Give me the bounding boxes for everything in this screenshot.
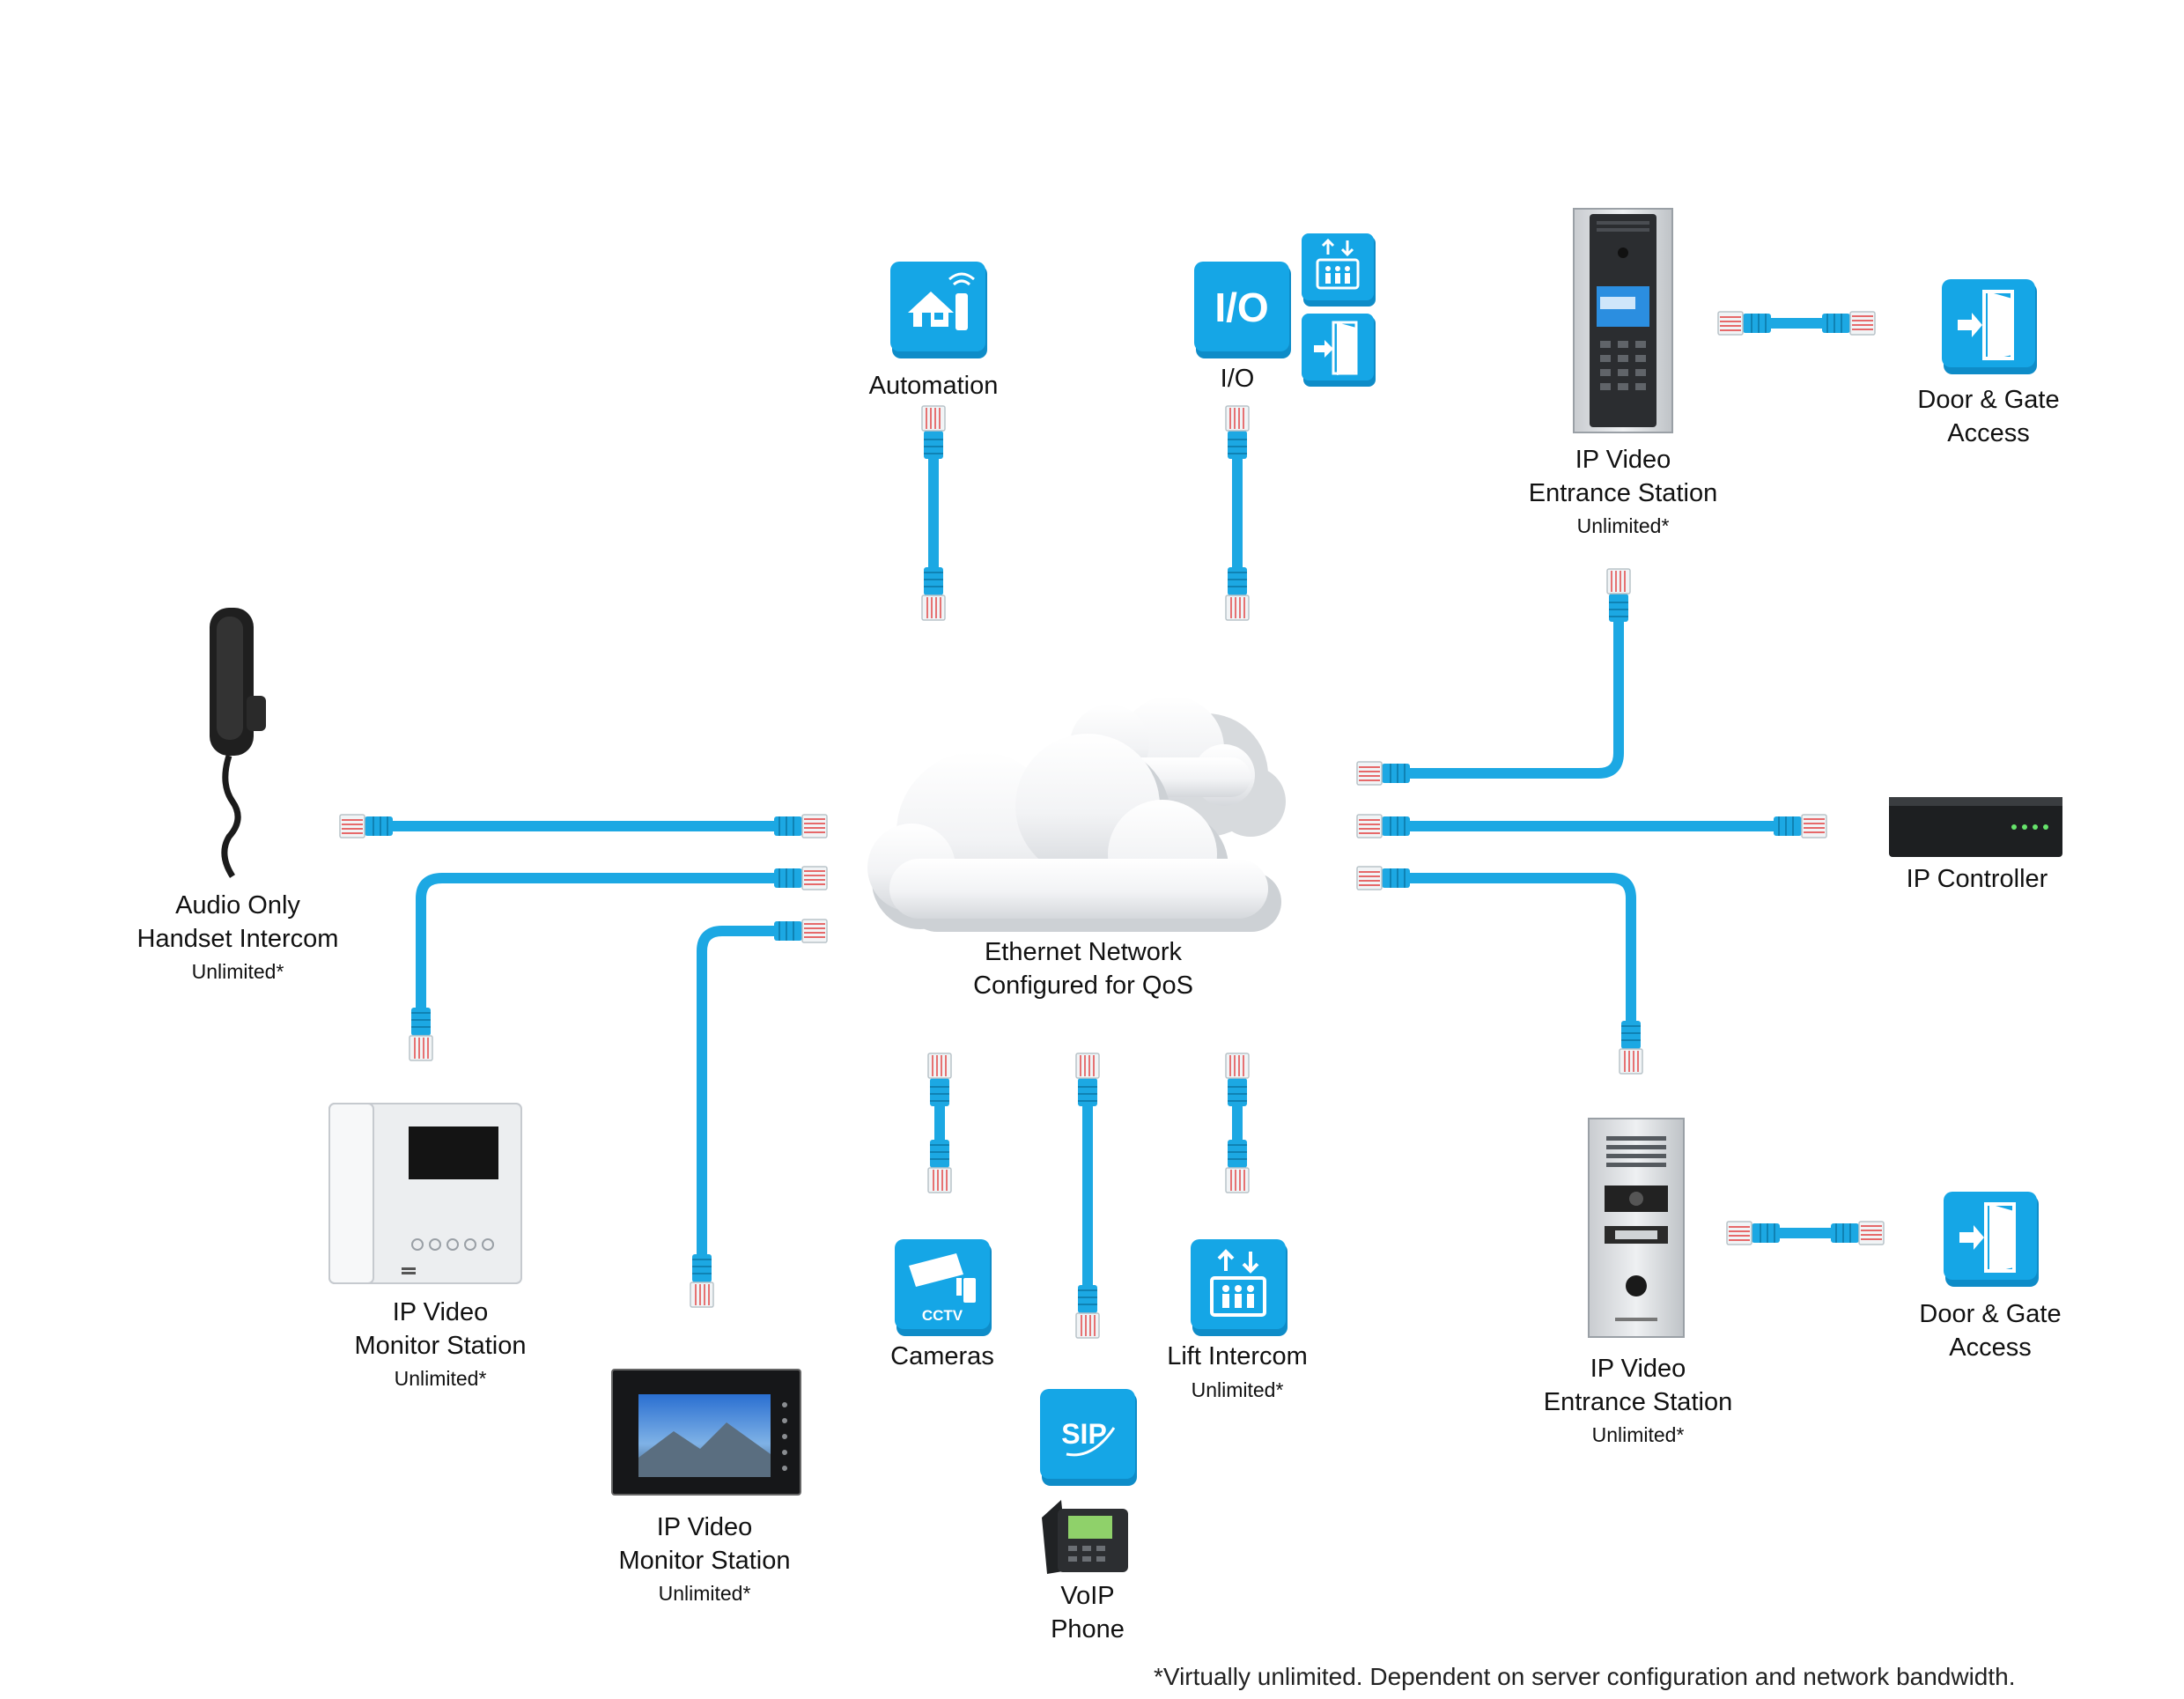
handset-intercom-device [210,608,266,878]
lift-sub: Unlimited* [1191,1378,1284,1401]
entrance-station-panel-bottom [1588,1118,1685,1338]
door-bottom-line1: Door & Gate [1919,1300,2062,1328]
plug [1225,566,1250,621]
controller-label-text: IP Controller [1906,865,2048,893]
io-label: I/O [1171,363,1303,396]
monitor-1-line2: Monitor Station [354,1331,527,1360]
entrance-top-line1: IP Video [1575,446,1671,474]
network-line1: Ethernet Network [984,938,1183,966]
plug [921,566,946,621]
monitor-2-line2: Monitor Station [618,1546,791,1575]
voip-label: VoIP Phone [1013,1580,1162,1646]
lift-label: Lift Intercom Unlimited* [1136,1341,1339,1404]
monitor-2-line1: IP Video [656,1513,753,1541]
monitor-2-label: IP Video Monitor Station Unlimited* [590,1511,819,1607]
plug [1356,866,1411,890]
entrance-bottom-line1: IP Video [1590,1355,1686,1383]
cable-monitor-2 [697,926,798,1282]
plug [1356,761,1411,786]
plug [927,1139,952,1193]
plug [409,1007,433,1061]
voip-phone-device [1042,1500,1128,1574]
door-top-line2: Access [1947,418,2030,447]
io-icon-text: I/O [1214,284,1268,330]
plug [1075,1284,1100,1339]
voip-line2: Phone [1051,1614,1125,1644]
monitor-station-device-2 [611,1369,801,1496]
cable-monitor-1 [416,873,798,1036]
monitor-station-device-1 [328,1103,522,1284]
plug [921,405,946,460]
plug [927,1053,952,1107]
io-label-text: I/O [1220,365,1255,393]
lift-intercom-icon [1191,1239,1288,1336]
plug [1075,1053,1100,1107]
plug [1356,814,1411,838]
entrance-bottom-line2: Entrance Station [1543,1387,1733,1416]
cctv-icon-text: CCTV [922,1307,963,1324]
footnote: *Virtually unlimited. Dependent on serve… [1154,1663,2016,1690]
home-automation-icon [890,262,987,358]
cables [339,311,1885,1339]
handset-label: Audio Only Handset Intercom Unlimited* [114,890,361,986]
entrance-top-line2: Entrance Station [1528,478,1718,507]
cable-entrance-bottom-network [1369,873,1636,1058]
network-label: Ethernet Network Configured for QoS [951,936,1215,1002]
plug [1773,814,1827,838]
plug [1606,568,1631,623]
plug [1821,311,1876,336]
automation-label-text: Automation [868,372,999,400]
plug [773,814,828,838]
monitor-1-line1: IP Video [392,1298,489,1326]
entrance-bottom-label: IP Video Entrance Station Unlimited* [1524,1353,1752,1449]
ethernet-cloud-icon [867,696,1286,932]
door-top-line1: Door & Gate [1917,386,2060,414]
cameras-label: Cameras [863,1341,1022,1374]
door-gate-icon-bottom [1944,1192,2039,1287]
entrance-station-panel-top [1573,208,1673,433]
plug [339,814,394,838]
entrance-top-sub: Unlimited* [1576,514,1670,538]
plug [1726,1221,1781,1245]
lift-small-icon [1302,233,1376,307]
handset-sub: Unlimited* [191,960,284,984]
monitor-1-label: IP Video Monitor Station Unlimited* [326,1296,555,1392]
cameras-label-text: Cameras [890,1342,994,1370]
network-line2: Configured for QoS [973,971,1193,1000]
plug [690,1253,714,1308]
monitor-1-sub: Unlimited* [394,1367,487,1391]
plug [1619,1020,1643,1075]
door-bottom-line2: Access [1949,1333,2032,1362]
sip-icon: SIP [1040,1389,1137,1486]
controller-label: IP Controller [1876,863,2078,897]
cable-entrance-top-network [1369,585,1624,779]
plug [773,919,828,943]
plug [1225,405,1250,460]
plug [1717,311,1772,336]
door-bottom-label: Door & Gate Access [1885,1298,2096,1364]
door-small-icon [1302,314,1376,387]
voip-line1: VoIP [1060,1582,1115,1610]
ip-controller-device [1889,797,2062,857]
handset-line1: Audio Only [175,891,300,920]
plug [1225,1139,1250,1193]
plug [1225,1053,1250,1107]
automation-label: Automation [845,370,1022,403]
door-gate-icon-top [1942,279,2037,374]
plug [773,866,828,890]
door-top-label: Door & Gate Access [1883,384,2094,450]
plug [1830,1221,1885,1245]
entrance-top-label: IP Video Entrance Station Unlimited* [1509,444,1738,540]
handset-line2: Handset Intercom [136,924,339,953]
entrance-bottom-sub: Unlimited* [1591,1423,1685,1447]
lift-label-text: Lift Intercom [1167,1342,1308,1370]
io-icon: I/O [1194,262,1291,358]
cctv-camera-icon: CCTV [895,1239,992,1336]
monitor-2-sub: Unlimited* [658,1582,751,1606]
